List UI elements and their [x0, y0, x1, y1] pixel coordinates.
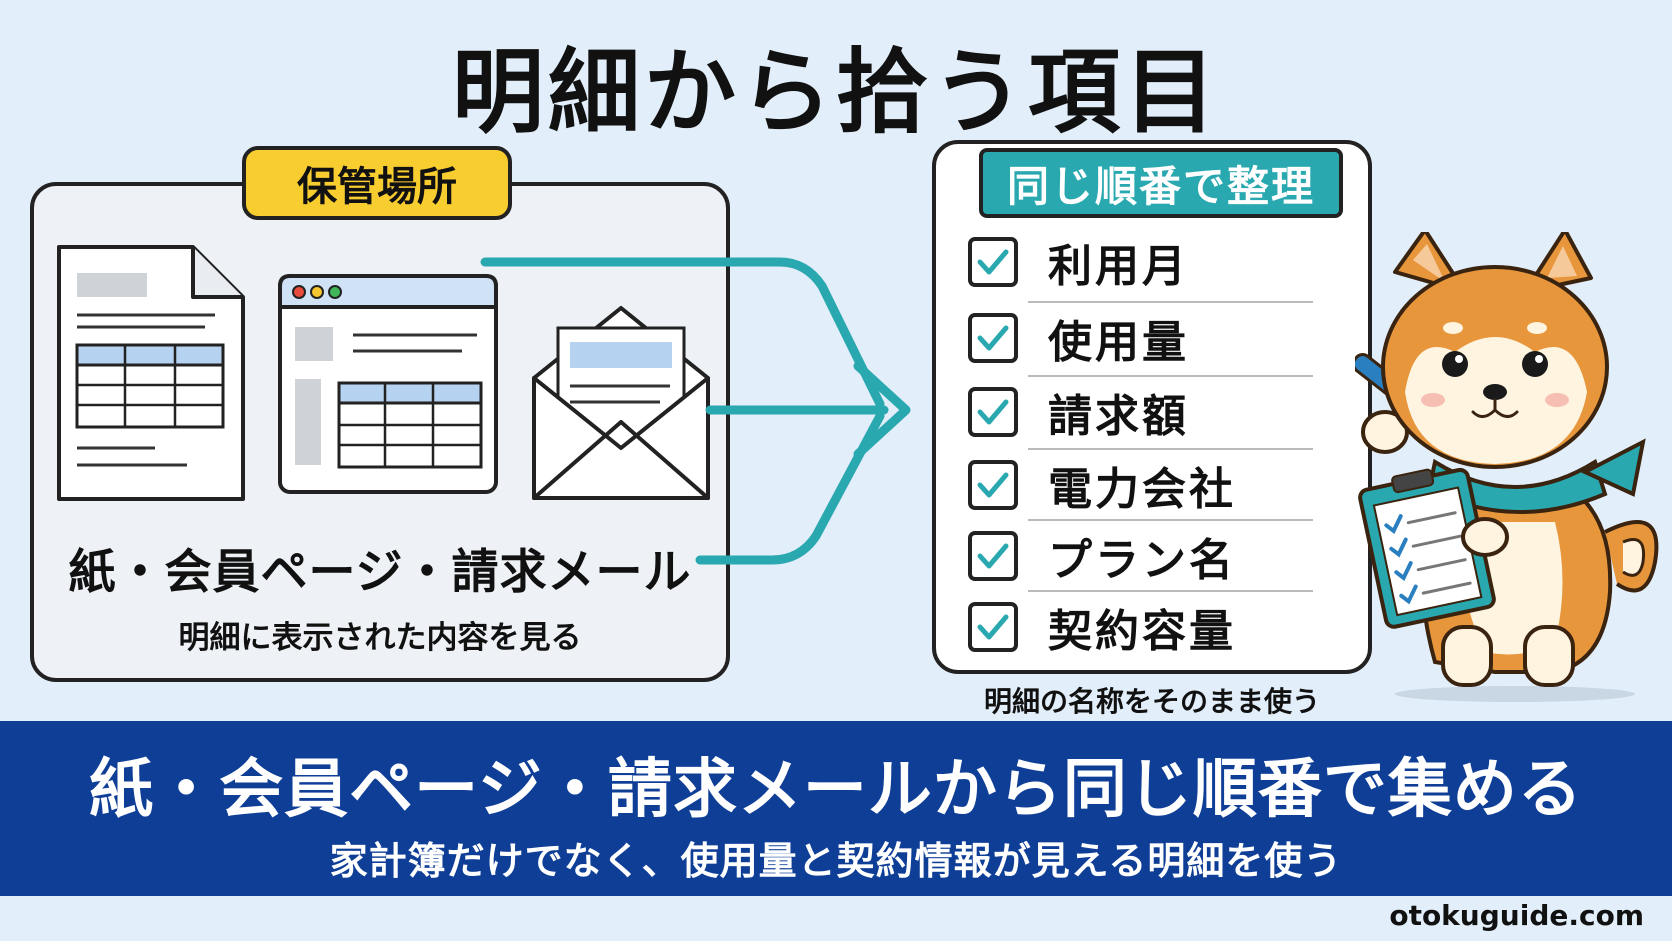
checklist-item: 利用月 — [968, 226, 1313, 298]
checkmark-icon — [977, 249, 1009, 275]
checkbox-checked[interactable] — [968, 460, 1018, 510]
checkmark-icon — [977, 472, 1009, 498]
checklist-item-label: 使用量 — [1048, 317, 1189, 368]
envelope-mail-icon — [532, 306, 710, 500]
site-url: otokuguide.com — [1389, 899, 1644, 932]
checklist-item-label: 請求額 — [1048, 391, 1189, 442]
checklist-item: プラン名 — [968, 520, 1313, 592]
browser-window-icon — [278, 274, 498, 494]
checkbox-checked[interactable] — [968, 602, 1018, 652]
sources-label: 紙・会員ページ・請求メール — [68, 545, 692, 600]
checklist-item-label: 利用月 — [1048, 241, 1189, 292]
shiba-dog-mascot-icon — [1355, 232, 1659, 702]
row-divider — [1028, 448, 1313, 450]
checklist-item: 電力会社 — [968, 449, 1313, 521]
row-divider — [1028, 519, 1313, 521]
checkmark-icon — [977, 399, 1009, 425]
arrow-head — [853, 361, 911, 459]
checkbox-checked[interactable] — [968, 313, 1018, 363]
banner-subtitle: 家計簿だけでなく、使用量と契約情報が見える明細を使う — [329, 839, 1343, 883]
checklist-item-label: 電力会社 — [1048, 464, 1236, 515]
banner-title: 紙・会員ページ・請求メールから同じ順番で集める — [89, 753, 1583, 827]
checkmark-icon — [977, 543, 1009, 569]
row-divider — [1028, 590, 1313, 592]
sources-caption: 明細に表示された内容を見る — [178, 620, 582, 656]
checkbox-checked[interactable] — [968, 237, 1018, 287]
checklist-item: 使用量 — [968, 302, 1313, 374]
order-badge: 同じ順番で整理 — [979, 148, 1343, 218]
checkbox-checked[interactable] — [968, 387, 1018, 437]
checklist-item-label: プラン名 — [1048, 535, 1236, 586]
summary-banner — [0, 721, 1672, 896]
row-divider — [1028, 375, 1313, 377]
checklist-note: 明細の名称をそのまま使う — [983, 685, 1320, 718]
checklist-item-label: 契約容量 — [1048, 606, 1236, 657]
checkmark-icon — [977, 325, 1009, 351]
checklist-item: 請求額 — [968, 376, 1313, 448]
paper-document-icon — [57, 245, 245, 501]
page-title: 明細から拾う項目 — [451, 39, 1220, 146]
storage-badge: 保管場所 — [242, 146, 512, 220]
checkbox-checked[interactable] — [968, 531, 1018, 581]
checkmark-icon — [977, 614, 1009, 640]
row-divider — [1028, 301, 1313, 303]
checklist-item: 契約容量 — [968, 591, 1313, 663]
